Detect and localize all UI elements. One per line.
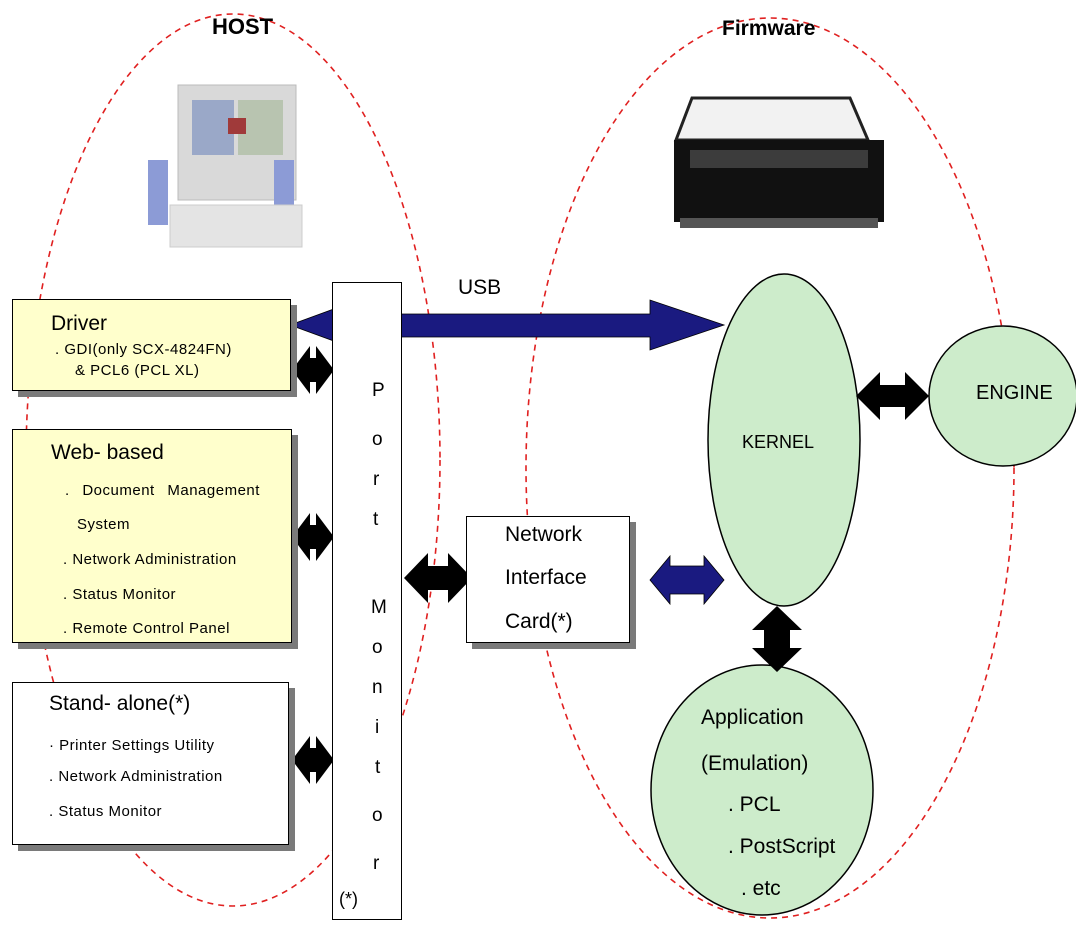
network-card-box: Network Interface Card(*): [466, 516, 630, 643]
driver-port-arrow: [292, 346, 334, 394]
application-line: . PostScript: [728, 835, 836, 858]
port-monitor-letter: i: [375, 717, 380, 738]
driver-box: Driver . GDI(only SCX-4824FN) & PCL6 (PC…: [12, 299, 291, 391]
standalone-box: Stand- alone(*) · Printer Settings Utili…: [12, 682, 289, 845]
kernel-engine-arrow: [856, 372, 929, 420]
kernel-label: KERNEL: [742, 432, 815, 452]
standalone-item: · Printer Settings Utility: [49, 737, 215, 754]
network-card-line: Card(*): [505, 610, 573, 633]
standalone-port-arrow: [292, 736, 334, 784]
kernel-application-arrow: [752, 606, 802, 672]
kernel-node: [707, 273, 861, 607]
standalone-item: . Network Administration: [49, 768, 223, 785]
network-card-line: Interface: [505, 566, 587, 589]
computer-icon: [148, 84, 303, 248]
port-monitor-letter: o: [372, 805, 383, 826]
standalone-item: . Status Monitor: [49, 803, 163, 820]
port-monitor-letter: t: [373, 509, 379, 530]
application-line: . etc: [741, 877, 781, 900]
port-monitor-note: (*): [339, 889, 358, 909]
application-line: . PCL: [728, 793, 781, 816]
port-monitor-letter: n: [372, 677, 383, 698]
web-based-item: . Remote Control Panel: [63, 620, 230, 637]
driver-item: . GDI(only SCX-4824FN): [55, 341, 232, 358]
firmware-region-oval: [525, 17, 1015, 919]
web-based-item: System: [77, 516, 131, 533]
nic-kernel-arrow: [649, 554, 725, 606]
network-card-line: Network: [505, 523, 583, 546]
host-region-label: HOST: [212, 14, 274, 39]
application-node: [650, 664, 874, 916]
port-monitor-box: P o r t M o n i t o r (*): [332, 282, 402, 920]
application-line: (Emulation): [701, 752, 809, 775]
port-nic-arrow: [404, 553, 472, 603]
web-port-arrow: [292, 513, 334, 561]
port-monitor-letter: o: [372, 637, 383, 658]
engine-label: ENGINE: [976, 382, 1053, 404]
port-monitor-letter: r: [373, 469, 380, 490]
firmware-region-label: Firmware: [722, 17, 816, 40]
port-monitor-letter: r: [373, 853, 380, 874]
web-based-item: . Network Administration: [63, 551, 237, 568]
usb-label: USB: [458, 276, 502, 299]
driver-title: Driver: [51, 312, 107, 335]
web-based-box: Web- based . Document Management System …: [12, 429, 292, 643]
port-monitor-letter: P: [372, 380, 385, 401]
port-monitor-letter: M: [371, 597, 387, 618]
application-line: Application: [701, 706, 804, 729]
printer-icon: [673, 96, 884, 228]
web-based-title: Web- based: [51, 441, 164, 464]
web-based-item: . Document Management: [65, 482, 260, 499]
driver-item: & PCL6 (PCL XL): [75, 362, 200, 379]
port-monitor-letter: o: [372, 429, 383, 450]
port-monitor-letter: t: [375, 757, 381, 778]
web-based-item: . Status Monitor: [63, 586, 177, 603]
standalone-title: Stand- alone(*): [49, 692, 191, 715]
